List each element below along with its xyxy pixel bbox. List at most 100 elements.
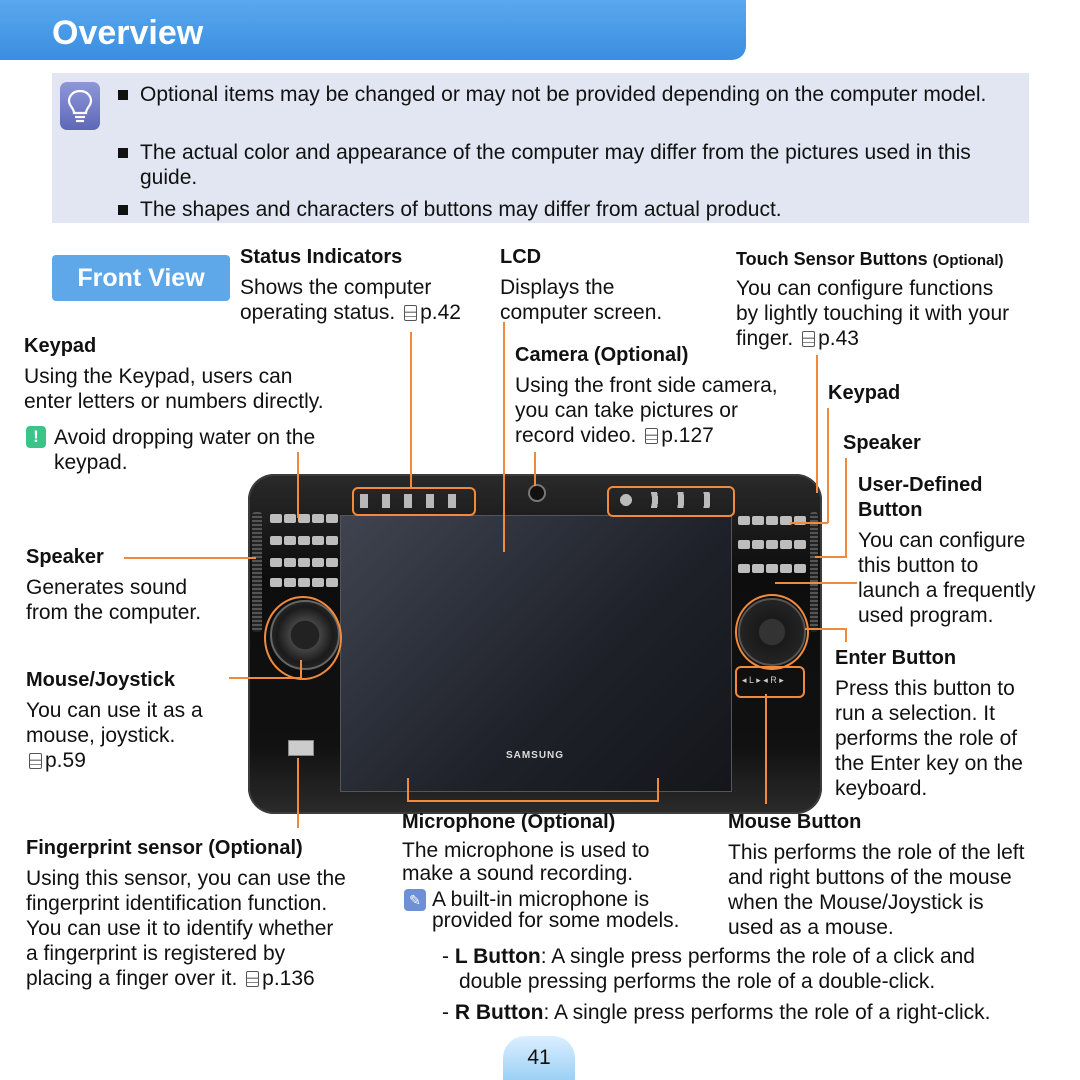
header-bar	[0, 0, 746, 60]
lcd-desc: Displays the	[500, 276, 615, 299]
user-defined-desc: launch a frequently	[858, 579, 1036, 602]
l-button-desc: double pressing performs the role of a d…	[459, 970, 936, 993]
keypad-desc: enter letters or numbers directly.	[24, 390, 324, 413]
note-box	[52, 73, 1029, 223]
enter-desc: keyboard.	[835, 777, 928, 800]
status-indicators-title: Status Indicators	[240, 246, 403, 268]
keypad-left[interactable]	[270, 512, 342, 588]
note-item: The shapes and characters of buttons may…	[118, 197, 1018, 222]
keypad-title: Keypad	[24, 335, 97, 357]
speaker-left-desc: Generates sound	[26, 576, 188, 599]
user-defined-leader-line	[775, 582, 857, 584]
microphone-title: Microphone (Optional)	[402, 811, 616, 833]
page-number: 41	[503, 1036, 575, 1080]
pencil-note-icon: ✎	[404, 889, 426, 911]
keypad-leader-line	[297, 452, 299, 518]
touch-sensor-desc: You can configure functions	[736, 277, 994, 300]
mouse-button-title: Mouse Button	[728, 811, 862, 833]
camera-desc: Using the front side camera,	[515, 374, 778, 397]
speaker-right-title: Speaker	[843, 432, 921, 454]
enter-leader-h	[805, 628, 847, 630]
mouse-button-desc: and right buttons of the mouse	[728, 866, 1012, 889]
mouse-button-desc: when the Mouse/Joystick is	[728, 891, 984, 914]
mouse-button-desc: This performs the role of the left	[728, 841, 1025, 864]
keypad-right-title: Keypad	[828, 382, 901, 404]
speaker-left-leader-line	[124, 557, 256, 559]
microphone-desc: make a sound recording.	[402, 862, 634, 885]
exclamation-icon: !	[26, 426, 46, 448]
page-ref-icon	[404, 305, 418, 321]
l-button-desc: - L Button: A single press performs the …	[442, 945, 975, 968]
mouse-button-leader-line	[765, 694, 767, 804]
keypad-warning: keypad.	[54, 451, 128, 474]
touch-leader-line	[816, 355, 818, 493]
mic-leader-h	[407, 800, 659, 802]
user-defined-desc: You can configure	[858, 529, 1026, 552]
mouse-buttons-icon[interactable]: ◂ L ▸ ◂ R ▸	[742, 675, 784, 685]
fingerprint-desc: fingerprint identification function.	[26, 892, 328, 915]
enter-desc: the Enter key on the	[835, 752, 1023, 775]
microphone-note: provided for some models.	[432, 909, 680, 932]
camera-desc: record video. p.127	[515, 424, 714, 447]
keypad-warning: Avoid dropping water on the	[54, 426, 316, 449]
brand-logo: SAMSUNG	[505, 750, 565, 761]
status-indicators-callout	[352, 487, 476, 516]
fingerprint-desc: placing a finger over it. p.136	[26, 967, 315, 990]
fingerprint-leader-line	[297, 758, 299, 828]
speaker-left-title: Speaker	[26, 546, 104, 568]
enter-desc: performs the role of	[835, 727, 1018, 750]
status-indicators-desc: Shows the computer	[240, 276, 432, 299]
page-ref-icon	[645, 428, 659, 444]
keypad-right-leader-h	[790, 522, 828, 524]
touch-sensor-icons[interactable]	[618, 492, 722, 508]
page-ref-icon	[29, 753, 42, 769]
touch-sensor-desc: by lightly touching it with your	[736, 302, 1010, 325]
r-button-desc: - R Button: A single press performs the …	[442, 1001, 991, 1024]
joystick-leader-h	[229, 677, 301, 679]
user-defined-title: User-Defined	[858, 474, 983, 496]
speaker-grille-left	[252, 512, 262, 632]
fingerprint-desc: Using this sensor, you can use the	[26, 867, 346, 890]
camera-title: Camera (Optional)	[515, 344, 689, 366]
lcd-desc: computer screen.	[500, 301, 663, 324]
user-defined-title: Button	[858, 499, 923, 521]
fingerprint-sensor-icon[interactable]	[288, 740, 314, 756]
mouse-joystick-desc: mouse, joystick.	[26, 724, 176, 747]
keypad-right[interactable]	[738, 512, 810, 588]
fingerprint-desc: You can use it to identify whether	[26, 917, 334, 940]
joystick-callout	[264, 596, 342, 680]
page-ref-icon	[246, 971, 260, 987]
fingerprint-title: Fingerprint sensor (Optional)	[26, 837, 303, 859]
lightbulb-icon	[60, 82, 100, 130]
enter-title: Enter Button	[835, 647, 957, 669]
enter-desc: Press this button to	[835, 677, 1015, 700]
keypad-desc: Using the Keypad, users can	[24, 365, 293, 388]
page-ref-icon	[802, 331, 816, 347]
lcd-leader-line	[503, 322, 505, 552]
joystick-leader-v	[300, 660, 302, 678]
note-item: Optional items may be changed or may not…	[118, 82, 1018, 107]
keypad-right-leader-line	[827, 408, 829, 523]
status-leader-line	[410, 332, 412, 488]
status-indicators-desc: operating status. p.42	[240, 301, 461, 324]
user-defined-desc: this button to	[858, 554, 979, 577]
mouse-button-desc: used as a mouse.	[728, 916, 894, 939]
lcd-screen	[340, 515, 732, 792]
front-view-label: Front View	[52, 255, 230, 301]
speaker-left-desc: from the computer.	[26, 601, 202, 624]
mouse-button-callout	[735, 666, 805, 698]
touch-sensor-callout	[607, 486, 735, 517]
mouse-joystick-ref: p.59	[26, 748, 86, 773]
camera-lens-icon	[528, 484, 546, 502]
page-title: Overview	[52, 14, 204, 52]
mouse-joystick-title: Mouse/Joystick	[26, 669, 175, 691]
user-defined-desc: used program.	[858, 604, 994, 627]
lcd-title: LCD	[500, 246, 542, 268]
microphone-note: A built-in microphone is	[432, 888, 650, 911]
mic-leader-left	[407, 778, 409, 802]
speaker-right-leader-line	[845, 458, 847, 558]
speaker-right-leader-h	[815, 556, 847, 558]
camera-desc: you can take pictures or	[515, 399, 738, 422]
mouse-joystick-desc: You can use it as a	[26, 699, 203, 722]
enter-callout	[735, 594, 809, 670]
